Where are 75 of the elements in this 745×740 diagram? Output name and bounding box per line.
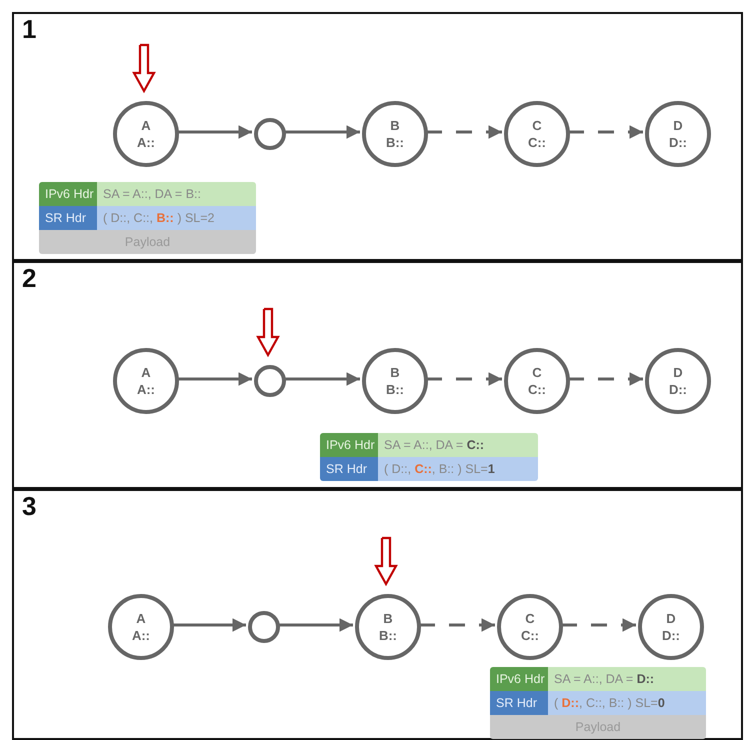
header-label: IPv6 Hdr (320, 433, 378, 457)
dashed-arrow (568, 125, 643, 139)
node-address: B:: (384, 134, 406, 151)
pointer-arrow (374, 536, 398, 586)
node-name: B (389, 364, 401, 381)
segment-list: ( D::, C::, B:: ) SL=1 (378, 457, 538, 481)
node-name: C (524, 610, 536, 627)
node-address: A:: (136, 381, 156, 398)
node-address: C:: (526, 134, 548, 151)
header-label: SR Hdr (320, 457, 378, 481)
node-circle (108, 594, 174, 660)
node-address: B:: (384, 381, 406, 398)
node-name: A (140, 364, 152, 381)
node-address: C:: (520, 627, 540, 644)
packet-header-table (320, 433, 538, 481)
node-name: D (665, 610, 677, 627)
dashed-arrow (568, 372, 643, 386)
header-fields: SA = A::, DA = C:: (378, 433, 538, 457)
node-circle (355, 594, 421, 660)
dashed-arrow (561, 618, 636, 632)
node-name: A (140, 117, 152, 134)
node-name: A (135, 610, 147, 627)
step-panel (12, 489, 743, 740)
node-address: D:: (660, 627, 682, 644)
step-number: 2 (22, 263, 36, 294)
node-name: B (389, 117, 401, 134)
packet-header-table (39, 182, 256, 254)
segment-list: ( D::, C::, B:: ) SL=2 (97, 206, 256, 230)
segment-list: ( D::, C::, B:: ) SL=0 (548, 691, 706, 715)
header-fields: SA = A::, DA = D:: (548, 667, 706, 691)
node-circle (362, 348, 428, 414)
node-circle (645, 101, 711, 167)
header-label: SR Hdr (39, 206, 97, 230)
header-label: IPv6 Hdr (39, 182, 97, 206)
dashed-arrow (426, 125, 502, 139)
node-name: D (672, 364, 684, 381)
arrow (177, 125, 252, 139)
header-fields: SA = A::, DA = B:: (97, 182, 256, 206)
step-number: 3 (22, 491, 36, 522)
step-panel (12, 261, 743, 489)
node-circle (645, 348, 711, 414)
node-circle (497, 594, 563, 660)
arrow (172, 618, 246, 632)
node-address: D:: (668, 134, 688, 151)
node-address: A:: (136, 134, 156, 151)
node-name: B (382, 610, 394, 627)
step-panel (12, 12, 743, 261)
node-circle (504, 348, 570, 414)
pointer-arrow (256, 308, 280, 358)
node-circle (504, 101, 570, 167)
header-label: IPv6 Hdr (490, 667, 548, 691)
node-name: C (531, 117, 543, 134)
pointer-arrow (132, 44, 156, 94)
node-address: C:: (526, 381, 548, 398)
packet-header-table (490, 667, 706, 739)
node-circle (362, 101, 428, 167)
node-address: A:: (130, 627, 152, 644)
header-label: SR Hdr (490, 691, 548, 715)
step-number: 1 (22, 14, 36, 45)
junction-circle (254, 118, 286, 150)
node-address: B:: (378, 627, 398, 644)
arrow (177, 372, 252, 386)
node-name: C (531, 364, 543, 381)
node-circle (638, 594, 704, 660)
dashed-arrow (419, 618, 495, 632)
arrow (284, 372, 360, 386)
node-address: D:: (668, 381, 688, 398)
arrow (278, 618, 353, 632)
junction-circle (248, 611, 280, 643)
arrow (284, 125, 360, 139)
junction-circle (254, 365, 286, 397)
node-circle (113, 101, 179, 167)
node-name: D (672, 117, 684, 134)
node-circle (113, 348, 179, 414)
dashed-arrow (426, 372, 502, 386)
